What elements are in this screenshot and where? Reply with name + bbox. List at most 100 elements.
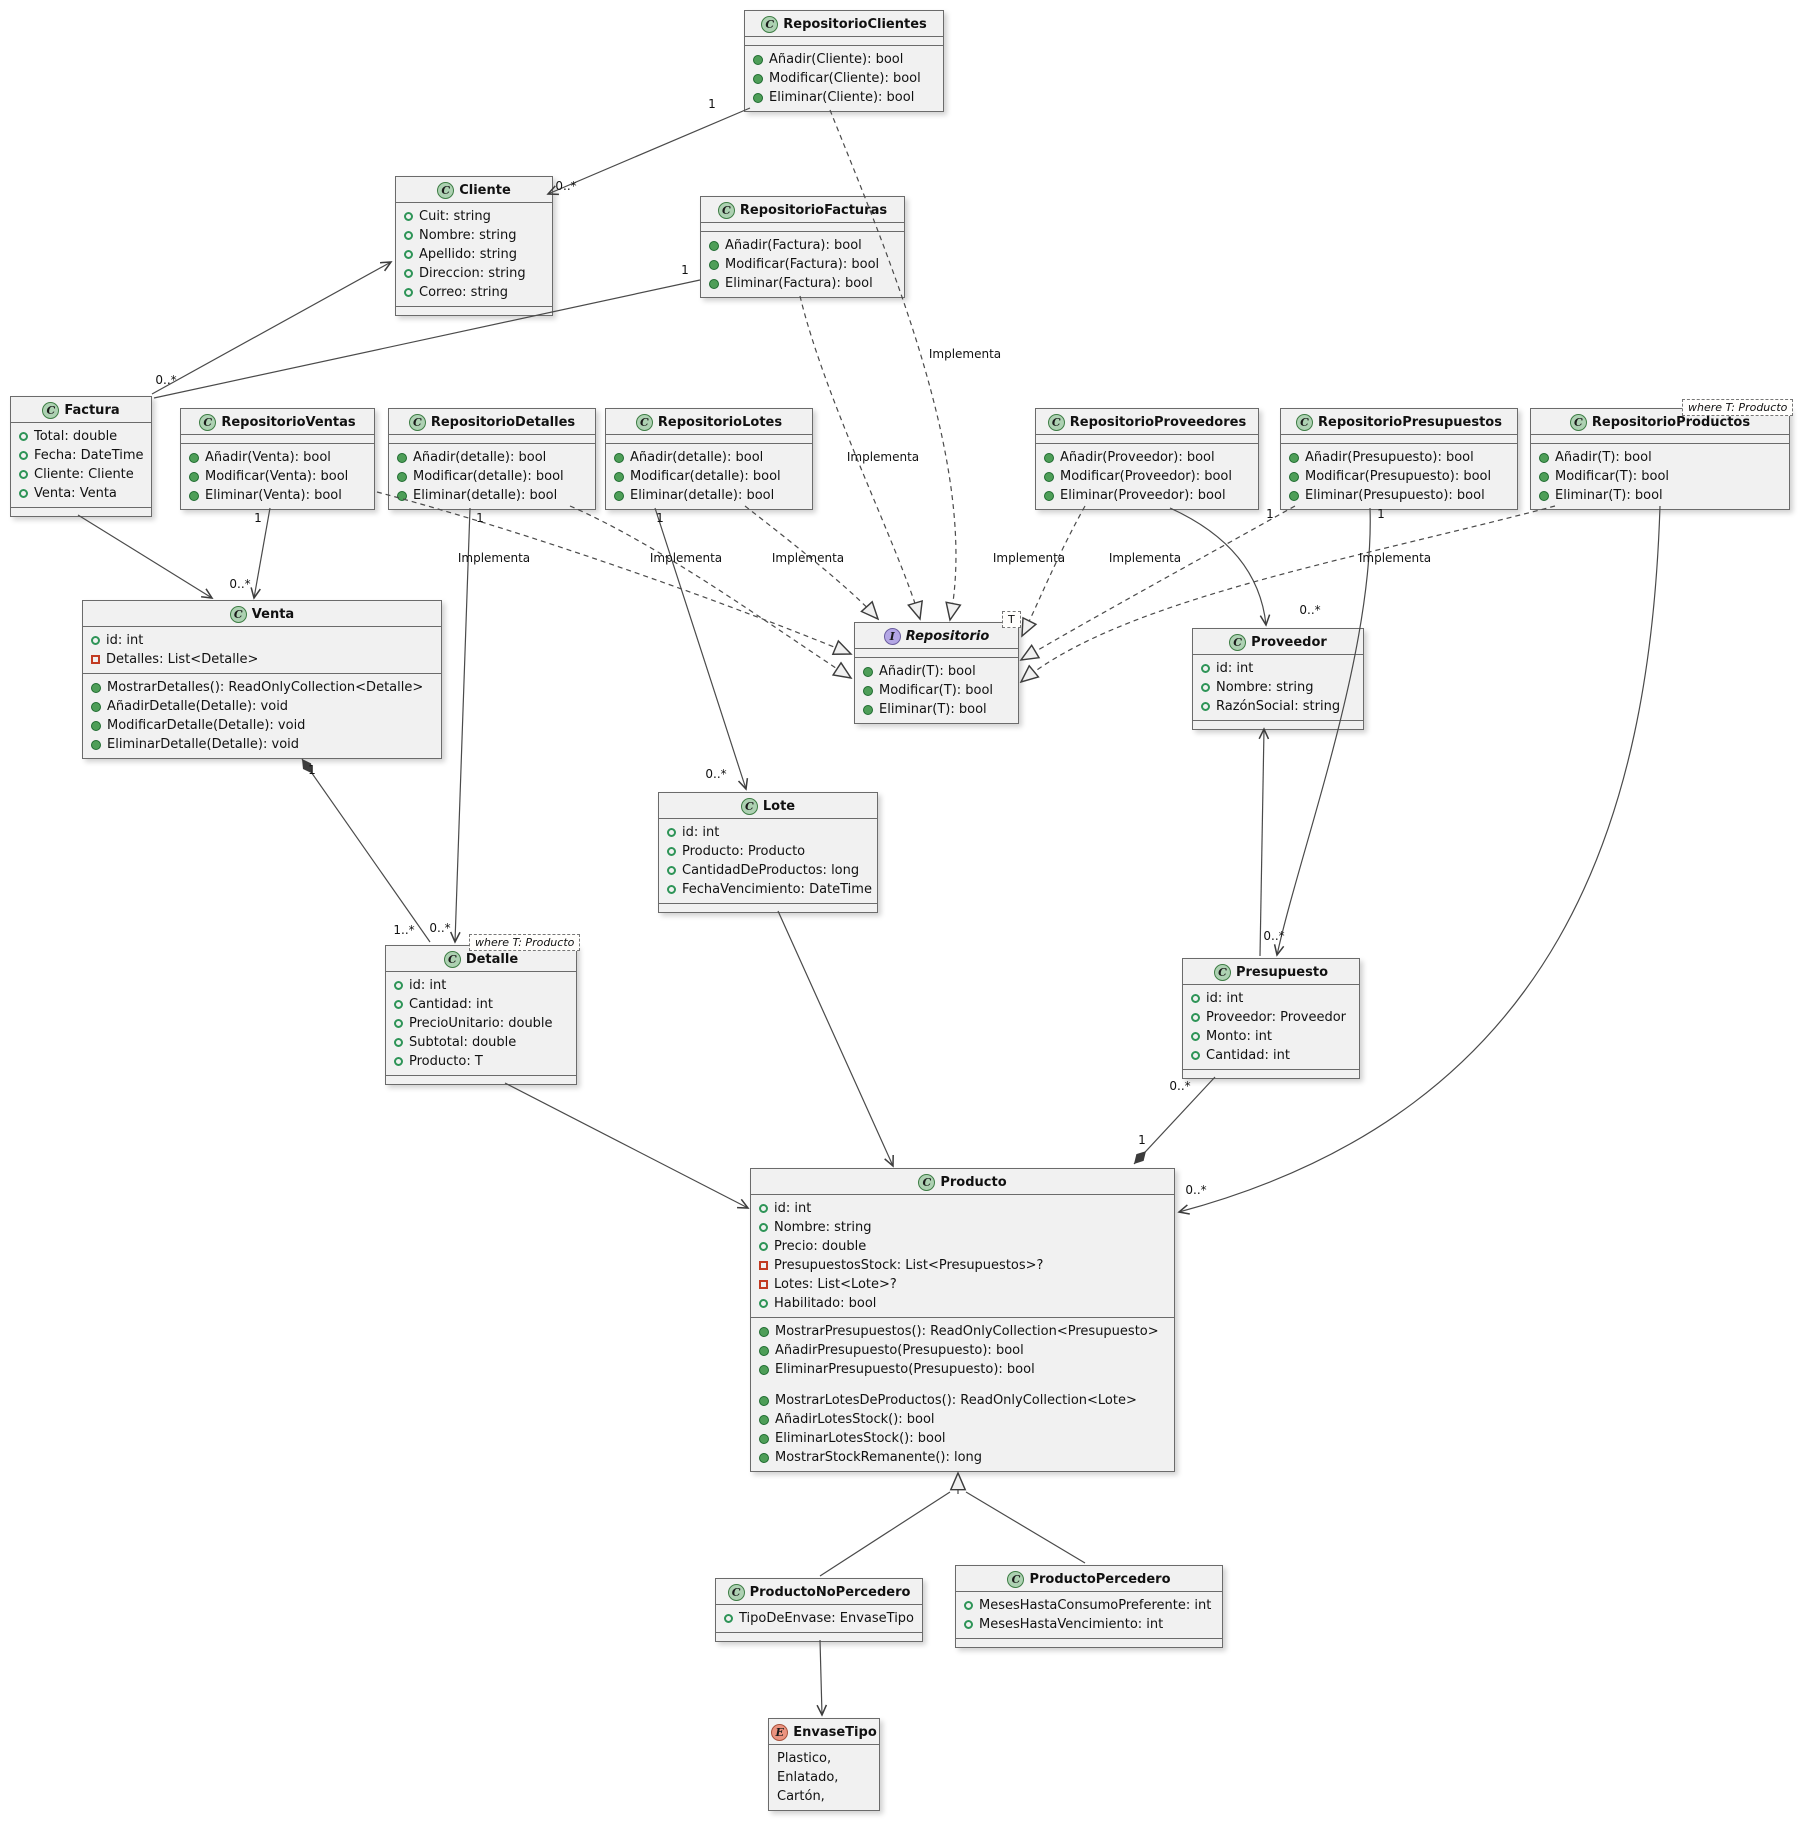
field-icon: [964, 1620, 973, 1629]
class-title: Venta: [251, 606, 295, 622]
member: id: int: [667, 823, 869, 842]
member: Cantidad: int: [1191, 1046, 1351, 1065]
class-icon: C: [1213, 963, 1231, 981]
member: Añadir(detalle): bool: [614, 448, 804, 467]
attributes: [389, 434, 595, 443]
class-title: RepositorioClientes: [783, 16, 927, 32]
member: Fecha: DateTime: [19, 446, 144, 465]
class-title: RepositorioFacturas: [739, 202, 888, 218]
multiplicity: 0..*: [155, 373, 177, 387]
public-method-icon: [397, 471, 407, 482]
class-header: C ProductoNoPercedero: [716, 1579, 922, 1604]
public-method-icon: [1289, 490, 1299, 501]
member: Cantidad: int: [394, 995, 568, 1014]
member: Eliminar(detalle): bool: [397, 486, 587, 505]
attributes: [745, 36, 943, 45]
field-icon: [394, 1057, 403, 1066]
edge-repositoriopresupuestos-presupuesto: [1277, 507, 1371, 955]
class-icon: C: [1296, 413, 1314, 431]
member: Subtotal: double: [394, 1033, 568, 1052]
public-method-icon: [759, 1326, 769, 1337]
public-method-icon: [759, 1364, 769, 1375]
member: MostrarPresupuestos(): ReadOnlyCollectio…: [759, 1322, 1166, 1341]
member: RazónSocial: string: [1201, 697, 1355, 716]
member: AñadirPresupuesto(Presupuesto): bool: [759, 1341, 1166, 1360]
multiplicity: 1: [308, 763, 316, 777]
public-method-icon: [91, 682, 101, 693]
member: Plastico,: [777, 1751, 832, 1766]
field-icon: [1201, 702, 1210, 711]
edge-label-implementa: Implementa: [771, 551, 845, 565]
member: MostrarLotesDeProductos(): ReadOnlyColle…: [759, 1391, 1166, 1410]
member: Eliminar(Proveedor): bool: [1044, 486, 1250, 505]
class-title: RepositorioVentas: [221, 414, 356, 430]
field-icon: [1191, 1013, 1200, 1022]
class-icon: C: [437, 181, 455, 199]
public-method-icon: [753, 73, 763, 84]
public-method-icon: [614, 452, 624, 463]
member: Lotes: List<Lote>?: [759, 1275, 1166, 1294]
field-icon: [759, 1242, 768, 1251]
member: Modificar(detalle): bool: [614, 467, 804, 486]
field-icon: [1191, 994, 1200, 1003]
public-method-icon: [614, 490, 624, 501]
class-header: C Venta: [83, 601, 441, 626]
class-repositorio-lotes: C RepositorioLotes Añadir(detalle): bool…: [605, 408, 813, 510]
field-icon: [91, 636, 100, 645]
field-icon: [1191, 1051, 1200, 1060]
member: Modificar(T): bool: [863, 681, 1010, 700]
methods: MostrarPresupuestos(): ReadOnlyCollectio…: [751, 1317, 1174, 1471]
methods: [396, 306, 552, 315]
attributes: [1531, 434, 1789, 443]
field-icon: [394, 1038, 403, 1047]
public-method-icon: [753, 54, 763, 65]
field-icon: [394, 1000, 403, 1009]
public-method-icon: [759, 1395, 769, 1406]
class-icon: C: [229, 605, 247, 623]
interface-icon: I: [883, 627, 901, 645]
generic-note-repositorio-productos: where T: Producto: [1682, 399, 1794, 416]
class-title: Proveedor: [1251, 634, 1327, 650]
enum-icon: E: [771, 1723, 789, 1741]
multiplicity: 0..*: [229, 577, 251, 591]
member: Añadir(Factura): bool: [709, 236, 896, 255]
member: id: int: [394, 976, 568, 995]
field-icon: [19, 432, 28, 441]
member: Cuit: string: [404, 207, 544, 226]
public-method-icon: [1539, 452, 1549, 463]
edge-label-implementa: Implementa: [649, 551, 723, 565]
class-header: C RepositorioLotes: [606, 409, 812, 434]
member: Correo: string: [404, 283, 544, 302]
member: Modificar(detalle): bool: [397, 467, 587, 486]
class-icon: C: [1007, 1570, 1025, 1588]
class-title: RepositorioProveedores: [1069, 414, 1247, 430]
enum-values: Plastico,Enlatado,Cartón,: [769, 1744, 879, 1810]
multiplicity: 0..*: [555, 179, 577, 193]
member: Direccion: string: [404, 264, 544, 283]
member: Detalles: List<Detalle>: [91, 650, 433, 669]
class-icon: C: [199, 413, 217, 431]
member: Añadir(Proveedor): bool: [1044, 448, 1250, 467]
member: Cliente: Cliente: [19, 465, 143, 484]
class-title: RepositorioProductos: [1591, 414, 1751, 430]
member: Nombre: string: [759, 1218, 1166, 1237]
class-icon: C: [918, 1173, 936, 1191]
public-method-icon: [709, 278, 719, 289]
class-title: Factura: [64, 402, 120, 418]
public-method-icon: [1289, 452, 1299, 463]
field-icon: [1201, 683, 1210, 692]
class-header: C RepositorioPresupuestos: [1281, 409, 1517, 434]
multiplicity: 0..*: [1169, 1079, 1191, 1093]
edge-label-implementa: Implementa: [928, 347, 1002, 361]
attributes: [606, 434, 812, 443]
class-header: C Lote: [659, 793, 877, 818]
member: MesesHastaVencimiento: int: [964, 1615, 1214, 1634]
